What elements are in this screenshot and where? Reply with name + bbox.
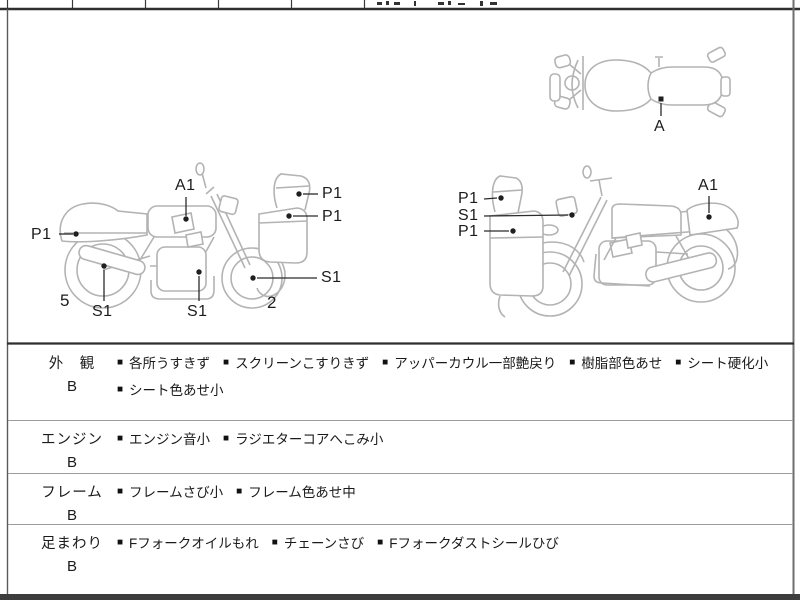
grade-value: B [66, 454, 77, 471]
condition-items: ■フレームさび小 ■フレーム色あせ中 [114, 474, 793, 508]
motorcycle-left-side-drawing [59, 162, 311, 309]
bullet-icon: ■ [223, 356, 230, 368]
label-number-2: 2 [267, 293, 277, 312]
motorcycle-right-side-drawing [489, 165, 739, 318]
clipped-header-row [6, 0, 366, 8]
inspection-row-frame: フレーム B ■フレームさび小 ■フレーム色あせ中 [8, 474, 793, 524]
condition-item: ■各所うすきず [117, 356, 211, 371]
bullet-icon: ■ [382, 356, 389, 368]
grade-value: B [66, 378, 77, 395]
label-s1-fork-right-view: S1 [458, 207, 479, 224]
category-cell: エンジン B [30, 421, 114, 471]
bullet-icon: ■ [236, 485, 243, 497]
inspection-row-exterior: 外 観 B ■各所うすきず ■スクリーンこすりきず ■アッパーカウル一部艶戻り … [8, 345, 793, 406]
label-s1-engine-left-view: S1 [187, 303, 208, 320]
bullet-icon: ■ [117, 536, 124, 548]
grade-value: B [66, 507, 77, 524]
category-cell: 外 観 B [30, 345, 114, 395]
condition-item: ■スクリーンこすりきず [223, 356, 370, 371]
label-s1-front-wheel-left-view: S1 [321, 269, 342, 286]
condition-item: ■チェーンさび [271, 536, 365, 551]
label-a1-tank-left-view: A1 [175, 177, 196, 194]
condition-item: ■樹脂部色あせ [569, 356, 663, 371]
label-s1-muffler-left-view: S1 [92, 303, 113, 320]
category-cell: 足まわり B [30, 525, 114, 575]
category-label: 足まわり [41, 536, 103, 552]
bullet-icon: ■ [117, 432, 124, 444]
condition-item: ■エンジン音小 [117, 432, 211, 447]
bullet-icon: ■ [117, 356, 124, 368]
inspection-row-undercarriage: 足まわり B ■Fフォークオイルもれ ■チェーンさび ■Fフォークダストシールひ… [8, 525, 793, 575]
condition-items: ■Fフォークオイルもれ ■チェーンさび ■Fフォークダストシールひび [114, 525, 793, 559]
condition-item: ■シート色あせ小 [117, 383, 224, 398]
category-label: 外 観 [48, 356, 96, 372]
label-p1-cowl-left-view: P1 [322, 208, 343, 225]
condition-item: ■Fフォークダストシールひび [377, 536, 559, 551]
bullet-icon: ■ [377, 536, 384, 548]
label-p1-rear-fender-left-view: P1 [31, 226, 52, 243]
condition-item: ■フレーム色あせ中 [236, 485, 356, 500]
bullet-icon: ■ [117, 383, 124, 395]
condition-item: ■Fフォークオイルもれ [117, 536, 259, 551]
inspection-row-engine: エンジン B ■エンジン音小 ■ラジエターコアへこみ小 [8, 421, 793, 471]
label-a1-rear-cowl-right-view: A1 [698, 177, 719, 194]
label-p1-cowl-right-view: P1 [458, 223, 479, 240]
condition-items: ■エンジン音小 ■ラジエターコアへこみ小 [114, 421, 793, 455]
bullet-icon: ■ [117, 485, 124, 497]
bullet-icon: ■ [675, 356, 682, 368]
condition-items: ■各所うすきず ■スクリーンこすりきず ■アッパーカウル一部艶戻り ■樹脂部色あ… [114, 345, 793, 406]
category-cell: フレーム B [30, 474, 114, 524]
motorcycle-top-view-drawing [549, 46, 731, 118]
condition-item: ■シート硬化小 [675, 356, 769, 371]
damage-markers-and-leaders [59, 96, 712, 301]
condition-item: ■フレームさび小 [117, 485, 224, 500]
category-label: エンジン [41, 432, 103, 448]
condition-item: ■アッパーカウル一部艶戻り [382, 356, 557, 371]
grade-value: B [66, 558, 77, 575]
bullet-icon: ■ [223, 432, 230, 444]
bullet-icon: ■ [569, 356, 576, 368]
clipped-text-marks [377, 1, 497, 6]
label-p1-windscreen-left-view: P1 [322, 185, 343, 202]
label-number-5: 5 [60, 291, 70, 310]
label-p1-windscreen-right-view: P1 [458, 190, 479, 207]
label-a-top-view: A [654, 118, 666, 135]
bullet-icon: ■ [271, 536, 278, 548]
condition-item: ■ラジエターコアへこみ小 [223, 432, 384, 447]
category-label: フレーム [41, 485, 103, 501]
